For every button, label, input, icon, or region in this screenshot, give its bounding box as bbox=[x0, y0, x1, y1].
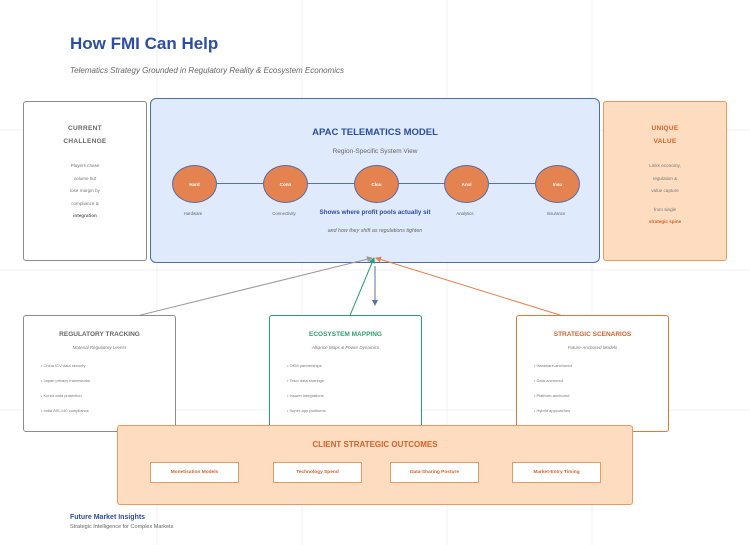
client-outcomes-panel: CLIENT STRATEGIC OUTCOMES Monetisation M… bbox=[117, 425, 633, 505]
list-item: • Insurer integrations bbox=[287, 393, 324, 398]
value-heading-line1: UNIQUE bbox=[651, 125, 679, 132]
node-label-connectivity: Connectivity bbox=[272, 211, 296, 216]
challenge-line: lose margin by bbox=[70, 188, 100, 193]
value-text: Links economy, regulation & value captur… bbox=[604, 160, 726, 229]
value-heading-line2: VALUE bbox=[653, 138, 677, 145]
list-item: • India AIS-140 compliance bbox=[41, 408, 89, 413]
ecosystem-list: • OEM partnerships • Telco data sharings… bbox=[287, 363, 326, 423]
challenge-heading-line1: CURRENT bbox=[68, 125, 102, 132]
challenge-line: Players chase bbox=[70, 163, 100, 168]
value-line: strategic spine bbox=[648, 219, 682, 224]
list-item: • OEM partnerships bbox=[287, 363, 322, 368]
node-label-analytics: Analytics bbox=[456, 211, 474, 216]
page-title: How FMI Can Help bbox=[70, 34, 219, 53]
value-line: Links economy, bbox=[649, 163, 681, 168]
ecosystem-mapping-panel: ECOSYSTEM MAPPING Alliance Maps & Power … bbox=[269, 315, 422, 432]
model-title: APAC TELEMATICS MODEL bbox=[312, 127, 438, 138]
scenarios-subtitle: Future-Anchored Models bbox=[567, 345, 618, 350]
outcome-chip-technology-spend: Technology Spend bbox=[273, 462, 362, 483]
list-item: • China ICV data security bbox=[41, 363, 86, 368]
model-subtitle: Region-Specific System View bbox=[332, 148, 418, 155]
list-item: • Hybrid approaches bbox=[534, 408, 571, 413]
challenge-text: Players chase volume but lose margin by … bbox=[24, 160, 146, 223]
model-note: Shows where profit pools actually sit bbox=[319, 209, 431, 216]
challenge-heading-line2: CHALLENGE bbox=[63, 138, 107, 145]
footer-tagline: Strategic Intelligence for Complex Marke… bbox=[70, 524, 174, 530]
regulatory-subtitle: Material Regulatory Levers bbox=[72, 345, 127, 350]
regulatory-title: REGULATORY TRACKING bbox=[59, 331, 140, 338]
challenge-line: integration bbox=[73, 213, 97, 218]
scenarios-title: STRATEGIC SCENARIOS bbox=[553, 331, 632, 338]
value-heading: UNIQUE VALUE bbox=[604, 122, 726, 148]
regulatory-list: • China ICV data security • Japan privac… bbox=[41, 363, 90, 423]
strategic-scenarios-panel: STRATEGIC SCENARIOS Future-Anchored Mode… bbox=[516, 315, 669, 432]
list-item: • Hardware-anchored bbox=[534, 363, 572, 368]
current-challenge-panel: CURRENT CHALLENGE Players chase volume b… bbox=[23, 101, 147, 261]
unique-value-panel: UNIQUE VALUE Links economy, regulation &… bbox=[603, 101, 727, 261]
ecosystem-subtitle: Alliance Maps & Power Dynamics bbox=[311, 345, 380, 350]
node-hardware: Hard bbox=[172, 165, 217, 203]
list-item: • Data-anchored bbox=[534, 378, 563, 383]
apac-telematics-model-panel: APAC TELEMATICS MODEL Region-Specific Sy… bbox=[150, 98, 600, 263]
value-line: from single bbox=[653, 206, 677, 212]
value-line: value capture bbox=[651, 188, 679, 193]
node-cloud: Clou bbox=[354, 165, 399, 203]
value-line: regulation & bbox=[652, 175, 678, 181]
outcome-chip-market-entry: Market-Entry Timing bbox=[512, 462, 601, 483]
outcomes-title: CLIENT STRATEGIC OUTCOMES bbox=[312, 440, 438, 449]
regulatory-tracking-panel: REGULATORY TRACKING Material Regulatory … bbox=[23, 315, 176, 432]
challenge-line: volume but bbox=[73, 175, 97, 181]
list-item: • Japan privacy frameworks bbox=[41, 378, 90, 383]
list-item: • Platform-anchored bbox=[534, 393, 570, 398]
list-item: • Korea data protection bbox=[41, 393, 82, 398]
model-note-secondary: and how they shift as regulations tighte… bbox=[327, 228, 423, 234]
footer-brand: Future Market Insights bbox=[70, 514, 146, 521]
outcome-chip-monetisation: Monetisation Models bbox=[150, 462, 239, 483]
challenge-line: compliance & bbox=[71, 200, 99, 206]
node-label-hardware: Hardware bbox=[183, 211, 203, 216]
list-item: • Super-app platforms bbox=[287, 408, 326, 413]
node-analytics: Anal bbox=[444, 165, 489, 203]
node-label-insurance: Insurance bbox=[546, 211, 566, 216]
page-subtitle: Telematics Strategy Grounded in Regulato… bbox=[70, 66, 345, 75]
outcome-chip-data-sharing: Data-Sharing Posture bbox=[390, 462, 479, 483]
node-insurance: Insu bbox=[535, 165, 580, 203]
ecosystem-title: ECOSYSTEM MAPPING bbox=[309, 331, 382, 338]
list-item: • Telco data sharings bbox=[287, 378, 324, 383]
scenarios-list: • Hardware-anchored • Data-anchored • Pl… bbox=[534, 363, 572, 423]
node-connectivity: Conn bbox=[263, 165, 308, 203]
challenge-heading: CURRENT CHALLENGE bbox=[24, 122, 146, 148]
